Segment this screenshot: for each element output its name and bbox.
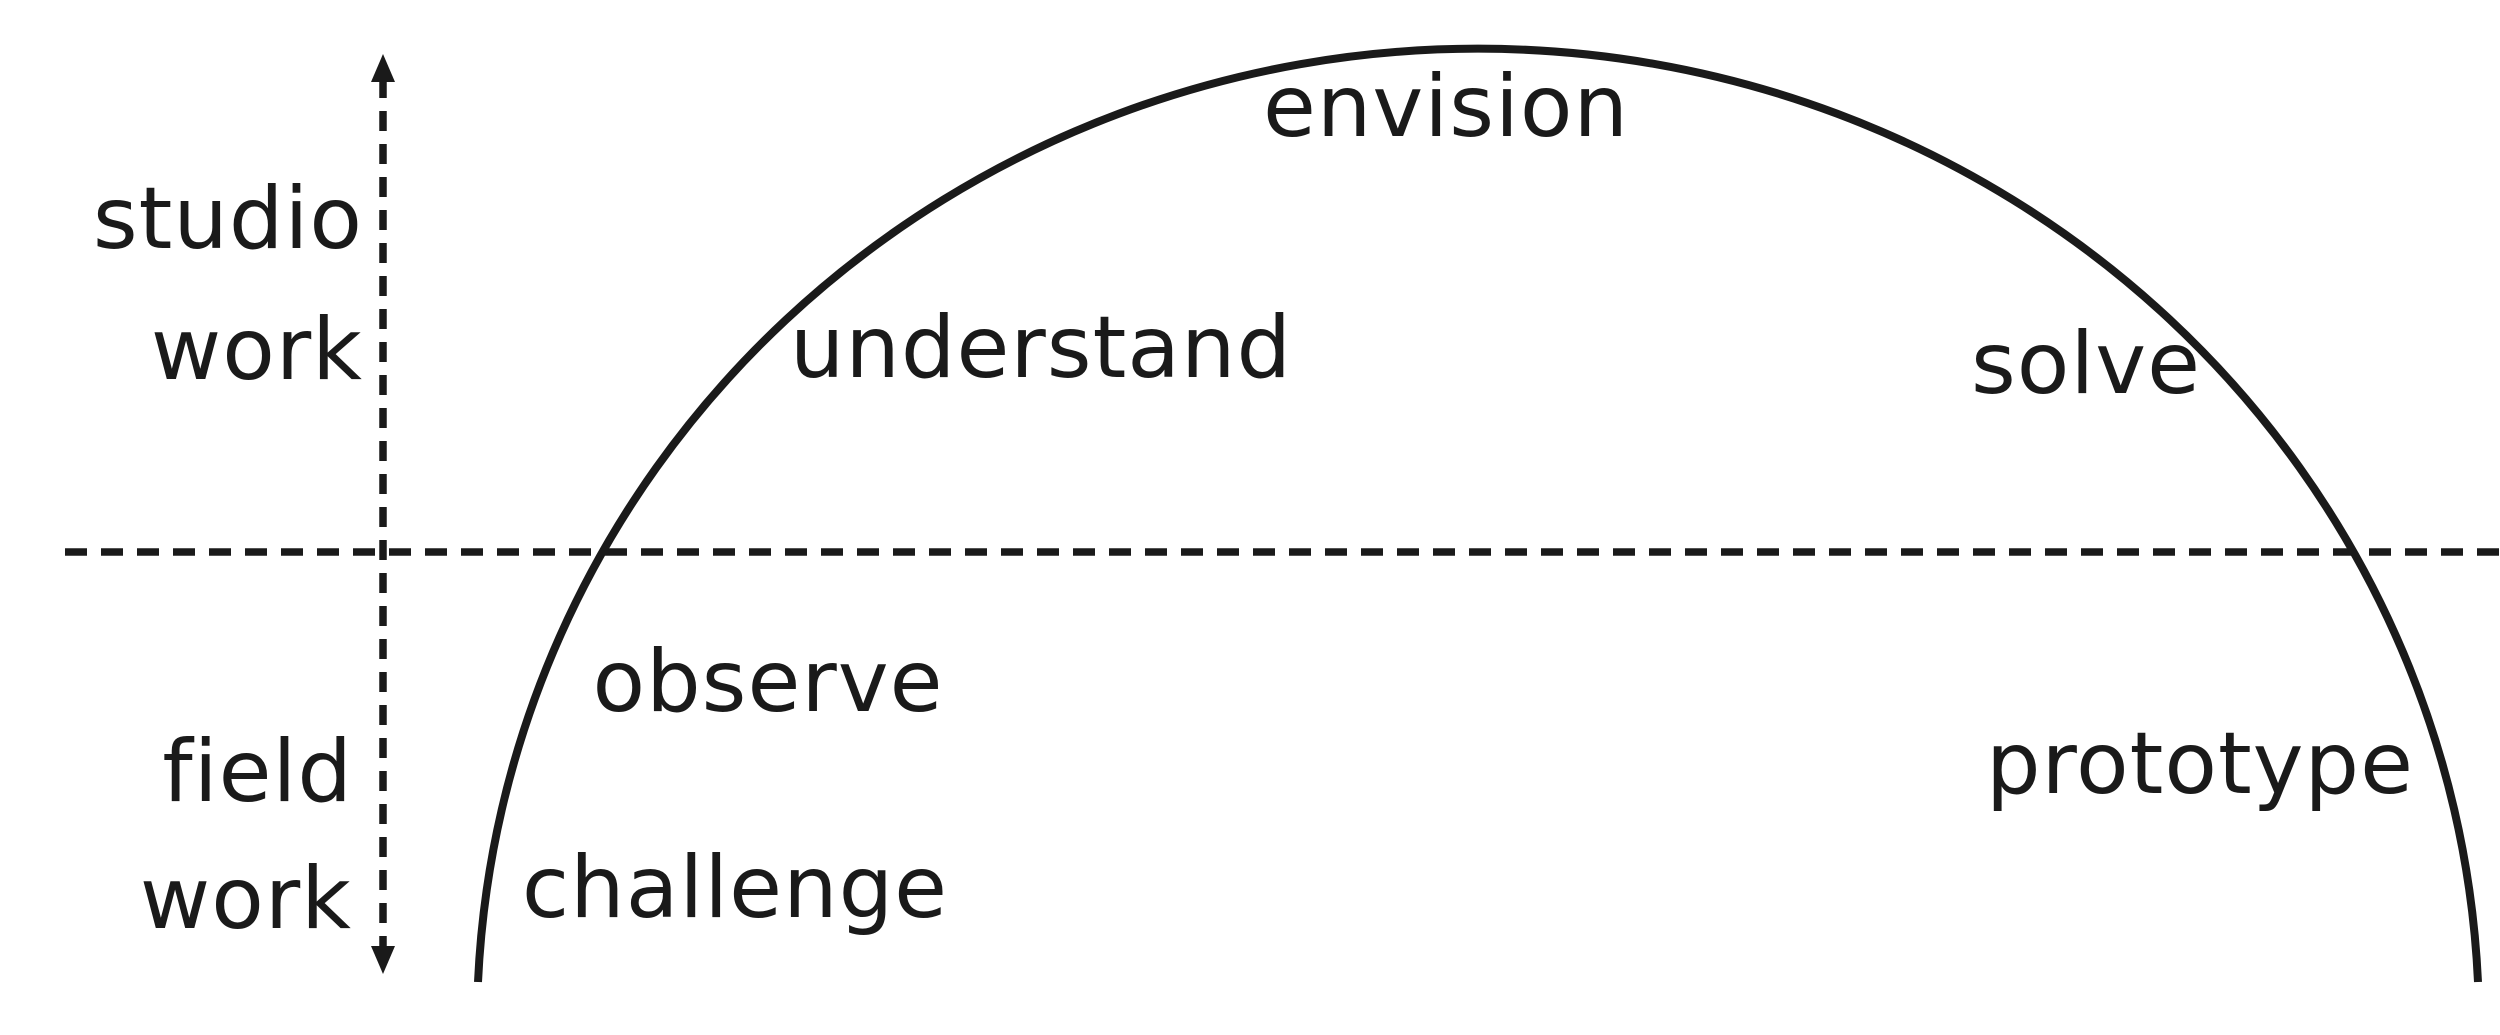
arrowhead-up-icon	[371, 54, 395, 82]
phase-label-prototype: prototype	[1985, 714, 2415, 814]
arrowhead-down-icon	[371, 946, 395, 974]
process-arc	[474, 44, 2482, 983]
phase-label-observe: observe	[592, 632, 944, 732]
studio-work-label-line1: studio	[92, 169, 363, 269]
field-work-label-line2: work	[139, 849, 352, 949]
phase-label-understand: understand	[789, 298, 1293, 398]
phase-label-solve: solve	[1970, 314, 2202, 414]
phase-label-challenge: challenge	[521, 838, 949, 938]
studio-work-label-line2: work	[150, 300, 363, 400]
phase-label-envision: envision	[1262, 57, 1630, 157]
field-work-label-line1: field	[162, 722, 353, 822]
